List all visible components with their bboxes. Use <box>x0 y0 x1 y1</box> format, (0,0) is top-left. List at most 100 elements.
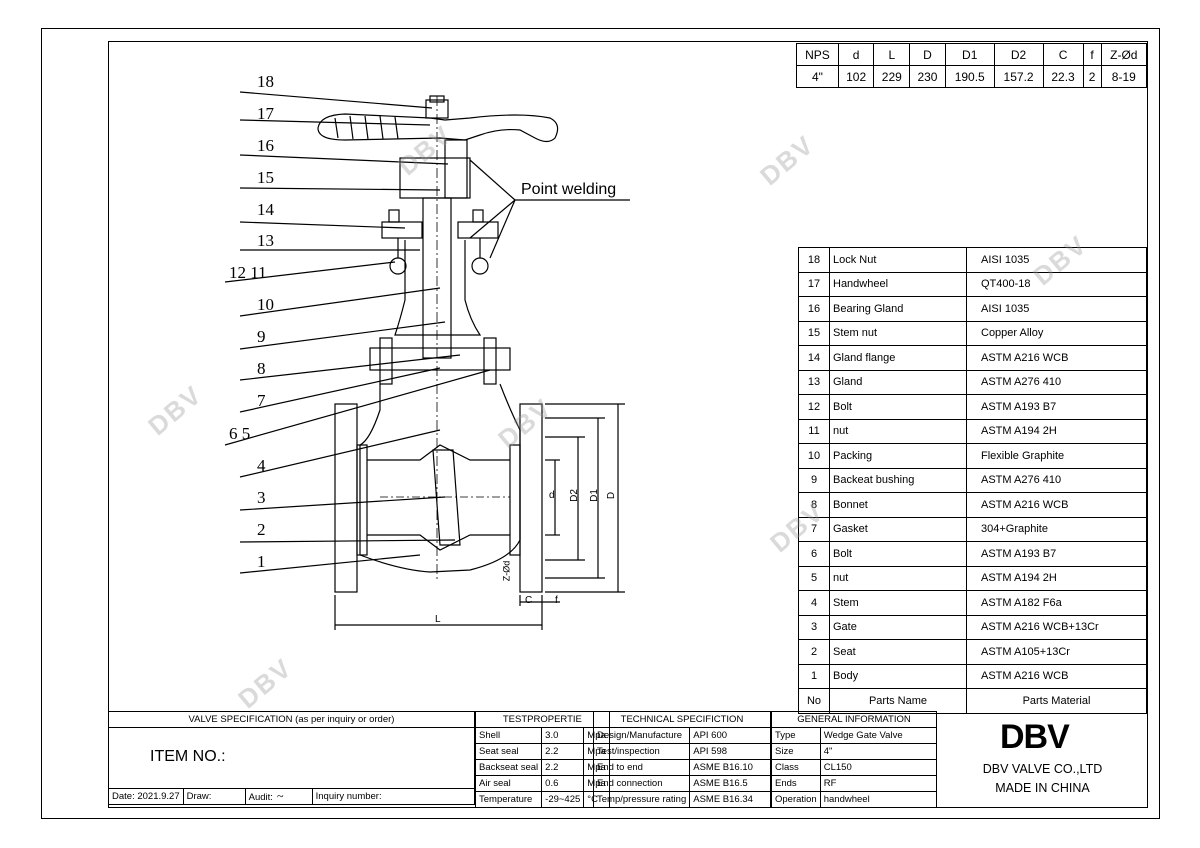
gen-value: 4" <box>819 743 938 760</box>
tech-key: Design/Manufacture <box>592 727 691 744</box>
drawing-frame <box>41 28 1160 819</box>
test-value: 2.2 <box>541 759 585 776</box>
draw-cell: Draw: <box>182 788 246 805</box>
dim-label-L: L <box>435 614 441 625</box>
tech-value: API 600 <box>689 727 771 744</box>
dim-value: 190.5 <box>944 65 995 88</box>
part-name: nut <box>829 565 967 591</box>
company-name: DBV VALVE CO.,LTD <box>982 762 1103 776</box>
part-material: ASTM A216 WCB <box>966 663 1147 689</box>
gen-key: Size <box>771 743 821 760</box>
gen-key: Ends <box>771 775 821 792</box>
gen-title: GENERAL INFORMATION <box>771 711 937 728</box>
valve-spec-block: VALVE SPECIFICATION (as per inquiry or o… <box>108 711 476 805</box>
callout-4: 4 <box>257 456 266 475</box>
callout-8: 8 <box>257 359 266 378</box>
tech-title: TECHNICAL SPECIFICTION <box>593 711 771 728</box>
part-material: Copper Alloy <box>966 320 1147 346</box>
callout-2: 2 <box>257 520 266 539</box>
dim-label-d: d <box>549 490 555 501</box>
gen-value: Wedge Gate Valve <box>819 727 938 744</box>
test-row: Temperature-29~425°C <box>474 791 610 808</box>
parts-header-material: Parts Material <box>966 688 1147 714</box>
dim-header: NPS <box>796 43 839 66</box>
dim-value: 22.3 <box>1042 65 1084 88</box>
callout-7: 7 <box>257 391 266 410</box>
dimensions-table: NPS d L D D1 D2 C f Z-Ød 4" 102 229 230 … <box>796 43 1148 88</box>
part-material: ASTM A105+13Cr <box>966 639 1147 665</box>
part-material: ASTM A182 F6a <box>966 590 1147 616</box>
test-value: 0.6 <box>541 775 585 792</box>
dim-label-C: C <box>525 595 533 606</box>
gen-key: Operation <box>771 791 821 808</box>
tech-value: ASME B16.34 <box>689 791 771 808</box>
part-name: Gland flange <box>829 345 967 371</box>
dim-header: Z-Ød <box>1100 43 1148 66</box>
dim-label-D1: D1 <box>588 489 600 502</box>
tech-key: End connection <box>592 775 691 792</box>
part-no: 8 <box>798 492 830 518</box>
dim-value: 102 <box>837 65 875 88</box>
callout-16: 16 <box>257 136 274 155</box>
part-material: ASTM A216 WCB <box>966 492 1147 518</box>
tech-value: ASME B16.10 <box>689 759 771 776</box>
part-no: 18 <box>798 247 830 273</box>
callout-1: 1 <box>257 552 266 571</box>
part-material: ASTM A216 WCB+13Cr <box>966 614 1147 640</box>
test-name: Temperature <box>474 791 543 808</box>
dbv-logo: DBV <box>1000 718 1070 756</box>
dim-value: 4" <box>796 65 839 88</box>
callout-12-11: 12 11 <box>229 263 267 282</box>
signature: ~ <box>276 789 284 804</box>
test-name: Backseat seal <box>474 759 543 776</box>
callout-13: 13 <box>257 231 274 250</box>
part-no: 16 <box>798 296 830 322</box>
callout-10: 10 <box>257 295 274 314</box>
test-name: Shell <box>474 727 543 744</box>
part-name: Bolt <box>829 541 967 567</box>
dim-value: 230 <box>909 65 946 88</box>
valve-spec-title: VALVE SPECIFICATION (as per inquiry or o… <box>108 711 475 728</box>
part-name: Bearing Gland <box>829 296 967 322</box>
callout-3: 3 <box>257 488 266 507</box>
test-name: Seat seal <box>474 743 543 760</box>
part-material: 304+Graphite <box>966 516 1147 542</box>
audit-label: Audit: <box>248 792 273 803</box>
test-value: 3.0 <box>541 727 585 744</box>
part-material: ASTM A276 410 <box>966 467 1147 493</box>
dim-value: 8-19 <box>1100 65 1148 88</box>
made-in-china: MADE IN CHINA <box>995 781 1090 795</box>
parts-header-name: Parts Name <box>829 688 967 714</box>
callout-6-5: 6 5 <box>229 424 251 443</box>
test-title: TESTPROPERTIE <box>475 711 610 728</box>
gen-key: Class <box>771 759 821 776</box>
part-material: Flexible Graphite <box>966 443 1147 469</box>
gen-value: RF <box>819 775 938 792</box>
tech-value: API 598 <box>689 743 771 760</box>
